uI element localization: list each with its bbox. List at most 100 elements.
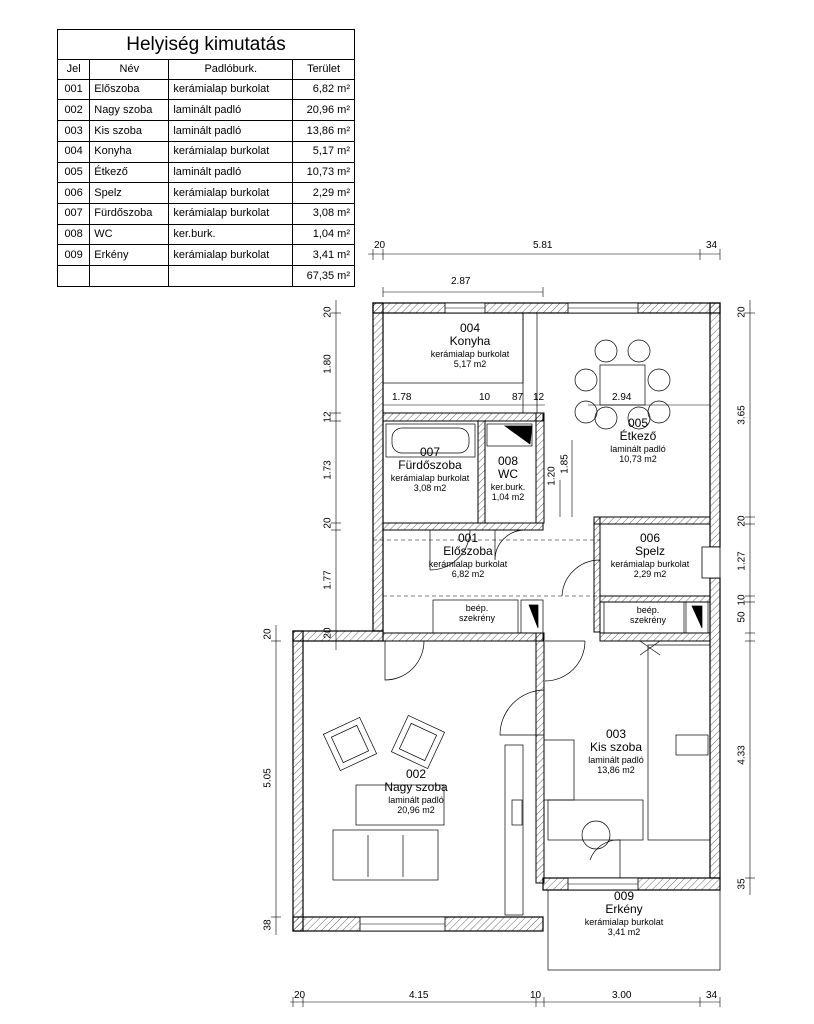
room-name: Spelz [634, 544, 666, 559]
schedule-cell-code: 009 [56, 244, 91, 267]
dim-left-20a: 20 [322, 306, 334, 318]
dim-k-87: 87 [512, 392, 524, 403]
room-005-label: 005 Étkező laminált padló 10,73 m2 [610, 416, 666, 464]
schedule-total: 67,35 m² [292, 265, 355, 287]
dim-v-120: 1.20 [546, 466, 558, 486]
room-code: 005 [627, 416, 649, 430]
room-008-label: 008 WC ker.burk. 1,04 m2 [490, 454, 526, 502]
dim-right-20b: 20 [736, 515, 748, 527]
cabinet-label-right: beép. szekrény [629, 605, 666, 626]
room-name: Kis szoba [589, 740, 643, 755]
room-name: Fürdőszoba [398, 458, 462, 473]
dim-bot-20: 20 [294, 990, 306, 1001]
schedule-cell-area: 3,41 m² [292, 244, 355, 267]
dim-right-35: 35 [736, 878, 748, 890]
room-code: 002 [405, 767, 427, 781]
room-area: 3,41 m2 [607, 926, 641, 937]
room-floor: kerámialap burkolat [584, 916, 664, 927]
room-floor: laminált padló [610, 443, 666, 454]
room-area: 10,73 m2 [619, 453, 657, 464]
header-terulet: Terület [292, 59, 355, 80]
room-code: 001 [457, 531, 479, 545]
room-area: 3,08 m2 [413, 482, 447, 493]
room-floor: kerámialap burkolat [430, 348, 510, 359]
doors [384, 529, 661, 878]
schedule-cell-floor: kerámialap burkolat [168, 203, 294, 225]
dim-top-287: 2.87 [451, 276, 471, 287]
schedule-cell-code: 001 [56, 78, 91, 101]
room-003-label: 003 Kis szoba laminált padló 13,86 m2 [588, 727, 644, 775]
schedule-cell-name: Nagy szoba [89, 99, 170, 122]
furniture [322, 312, 721, 971]
room-area: 5,17 m2 [453, 358, 487, 369]
room-floor: kerámialap burkolat [428, 558, 508, 569]
room-name: WC [497, 467, 518, 482]
room-area: 2,29 m2 [633, 568, 667, 579]
room-001-label: 001 Előszoba kerámialap burkolat 6,82 m2 [428, 531, 508, 579]
dim-left-177: 1.77 [322, 570, 334, 590]
room-area: 6,82 m2 [451, 568, 485, 579]
dim-e-294: 2.94 [612, 392, 632, 403]
dim-bot-34: 34 [706, 990, 718, 1001]
schedule-cell-name: Kis szoba [89, 120, 170, 142]
dim-left2-505: 5.05 [262, 768, 274, 788]
room-code: 009 [613, 889, 635, 903]
dim-left2-20: 20 [262, 628, 274, 640]
schedule-cell-code: 008 [56, 223, 91, 246]
room-name: Előszoba [443, 544, 493, 559]
dim-left-12: 12 [322, 411, 334, 423]
room-002-label: 002 Nagy szoba laminált padló 20,96 m2 [384, 767, 448, 815]
dimension-lines [271, 249, 755, 1007]
dim-right-10: 10 [736, 594, 748, 606]
hall-outline [373, 539, 600, 597]
dim-right-127: 1.27 [736, 551, 748, 571]
header-jel: Jel [56, 59, 91, 80]
room-code: 003 [605, 727, 627, 741]
schedule-cell-code: 006 [56, 182, 91, 205]
dim-k-12: 12 [533, 392, 545, 403]
schedule-cell-area: 10,73 m² [292, 161, 355, 184]
dim-left-20b: 20 [322, 517, 334, 529]
room-code: 004 [459, 321, 481, 335]
room-floor: kerámialap burkolat [610, 558, 690, 569]
room-009-label: 009 Erkény kerámialap burkolat 3,41 m2 [584, 889, 664, 937]
dim-top-581: 5.81 [533, 240, 553, 251]
dim-right-50: 50 [736, 611, 748, 623]
room-code: 007 [419, 445, 441, 459]
dim-top-34: 34 [706, 240, 718, 251]
schedule-cell-code: 002 [56, 99, 91, 122]
room-floor: ker.burk. [490, 481, 526, 492]
room-area: 1,04 m2 [491, 491, 525, 502]
room-004-label: 004 Konyha kerámialap burkolat 5,17 m2 [430, 321, 510, 369]
room-007-label: 007 Fürdőszoba kerámialap burkolat 3,08 … [391, 445, 470, 493]
schedule-cell-floor: kerámialap burkolat [168, 244, 294, 267]
dim-left-180: 1.80 [322, 354, 334, 374]
dim-right-365: 3.65 [736, 405, 748, 425]
dim-k-178: 1.78 [392, 392, 412, 403]
dim-top-20: 20 [374, 240, 386, 251]
room-name: Erkény [605, 902, 643, 917]
dim-v-185: 1.85 [559, 454, 571, 474]
schedule-cell-code: 003 [56, 120, 91, 142]
cabinet-label-left: beép. szekrény [458, 603, 495, 624]
room-area: 13,86 m2 [597, 764, 635, 775]
room-floor: laminált padló [588, 754, 644, 765]
room-006-label: 006 Spelz kerámialap burkolat 2,29 m2 [610, 531, 690, 579]
schedule-cell-floor: kerámialap burkolat [168, 78, 294, 101]
room-schedule-table: Helyiség kimutatás Jel Név Padlóburk. Te… [56, 28, 355, 287]
dim-bot-300: 3.00 [612, 990, 632, 1001]
room-name: Konyha [449, 334, 491, 349]
room-name: Étkező [619, 429, 657, 444]
room-area: 20,96 m2 [397, 804, 435, 815]
schedule-cell-name: Erkény [89, 244, 170, 267]
room-code: 006 [639, 531, 661, 545]
room-name: Nagy szoba [384, 780, 448, 795]
dim-right-20a: 20 [736, 306, 748, 318]
schedule-total-row: 67,35 m² [56, 265, 355, 287]
room-floor: laminált padló [388, 794, 444, 805]
schedule-header-row: Jel Név Padlóburk. Terület [56, 59, 355, 80]
